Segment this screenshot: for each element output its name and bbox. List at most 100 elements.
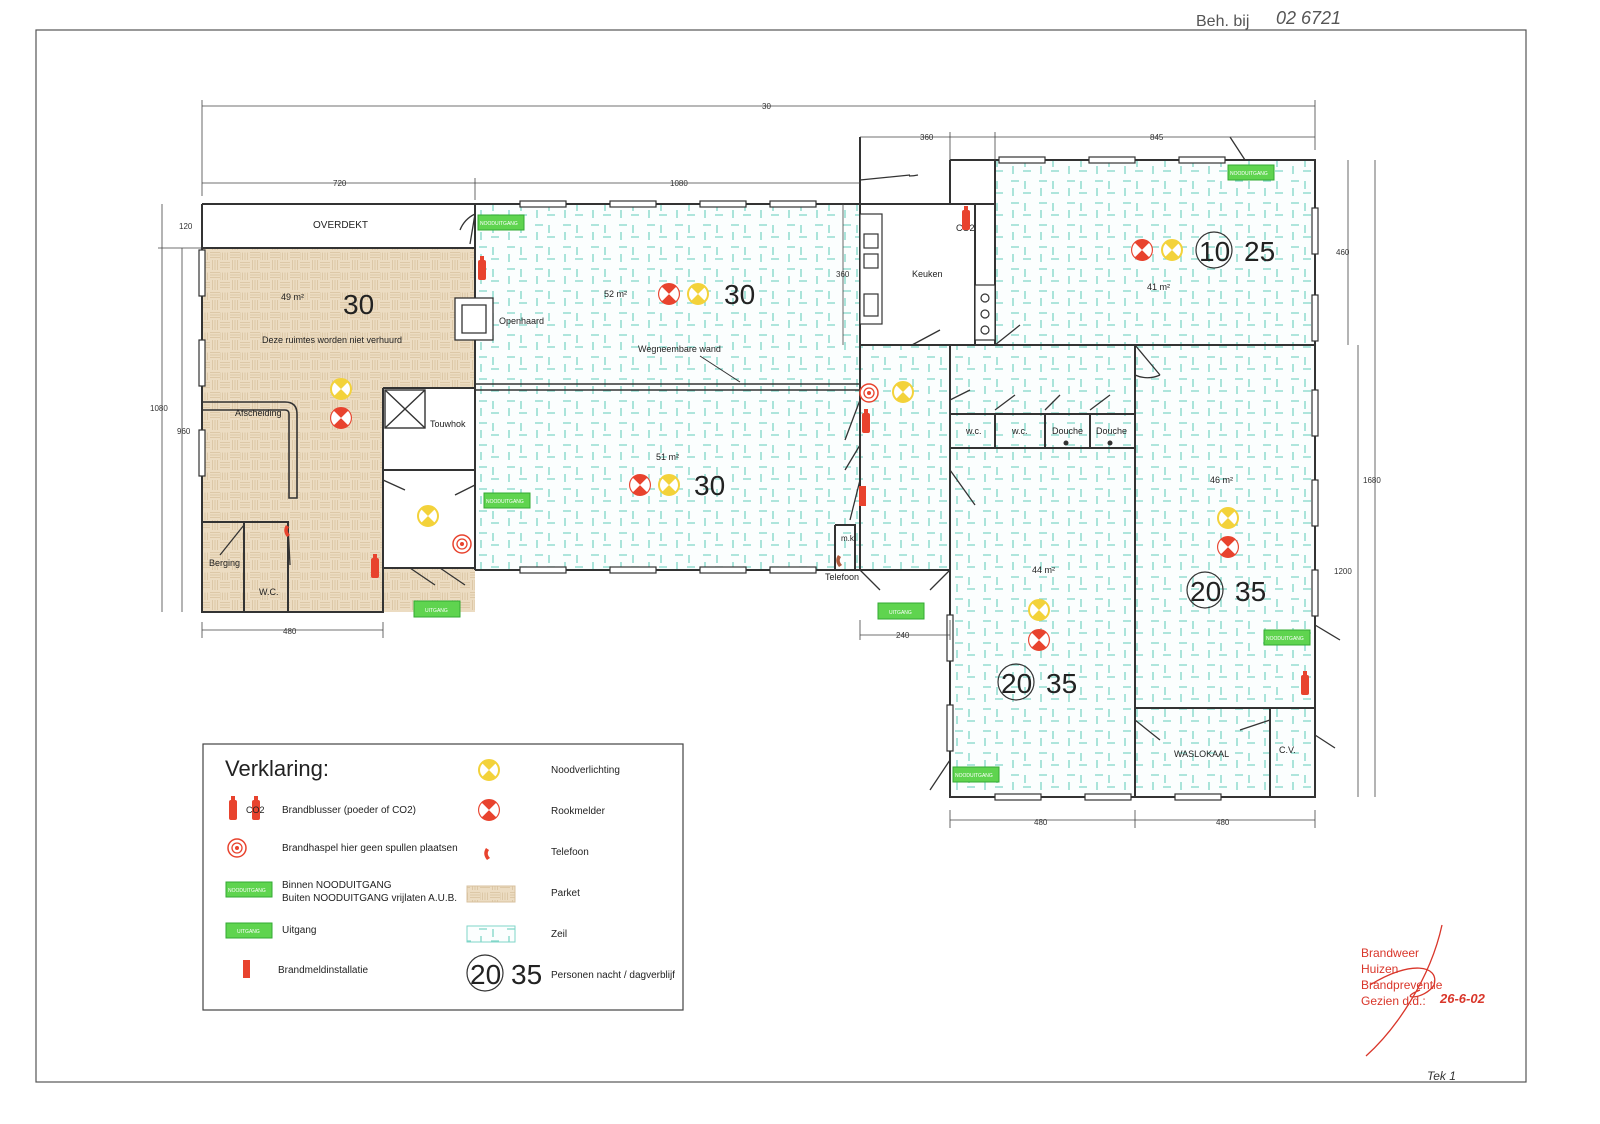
persons-circle-44 xyxy=(997,663,1035,701)
legend-persons-label: Personen nacht / dagverblijf xyxy=(551,970,675,981)
label-cv: C.V. xyxy=(1279,745,1296,755)
svg-text:Brandpreventie: Brandpreventie xyxy=(1361,978,1443,992)
area-44: 44 m² xyxy=(1032,565,1055,575)
persons-51: 30 xyxy=(694,470,725,501)
legend-telefoon: Telefoon xyxy=(551,847,589,858)
area-parket: 49 m² xyxy=(281,292,304,302)
label-douche1: Douche xyxy=(1052,426,1083,436)
legend-nooduitgang-1: Binnen NOODUITGANG xyxy=(282,880,392,891)
emergency-light-icon xyxy=(892,381,914,403)
fire-extinguisher-icon xyxy=(962,206,970,230)
page-frame xyxy=(35,29,1527,1083)
legend-rookmelder: Rookmelder xyxy=(551,806,606,817)
dim-total: 30 xyxy=(762,102,771,111)
svg-text:UITGANG: UITGANG xyxy=(425,608,448,614)
dim-360: 360 xyxy=(920,133,934,142)
persons-circle-46 xyxy=(1186,571,1224,609)
label-wegneembare-wand: Wegneembare wand xyxy=(638,344,721,354)
persons-52: 30 xyxy=(724,279,755,310)
dim-1080-left: 1080 xyxy=(150,404,168,413)
smoke-detector-icon xyxy=(1131,239,1153,261)
legend-brandhaspel: Brandhaspel hier geen spullen plaatsen xyxy=(282,843,458,854)
legend-persons-day: 35 xyxy=(511,959,542,990)
drain-icon xyxy=(1107,440,1113,446)
dim-960: 960 xyxy=(177,427,191,436)
smoke-detector-icon xyxy=(629,474,651,496)
legend-noodverlichting: Noodverlichting xyxy=(551,765,620,776)
smoke-detector-icon xyxy=(658,283,680,305)
nooduitgang-sign: NOODUITGANG xyxy=(952,766,1000,783)
emergency-light-icon xyxy=(687,283,709,305)
emergency-light-icon xyxy=(330,378,352,400)
legend-brandblusser: Brandblusser (poeder of CO2) xyxy=(282,805,416,816)
svg-text:NOODUITGANG: NOODUITGANG xyxy=(228,888,266,894)
label-overdekt: OVERDEKT xyxy=(313,220,368,231)
emergency-light-icon xyxy=(658,474,680,496)
windows xyxy=(198,156,1319,801)
label-douche2: Douche xyxy=(1096,426,1127,436)
dim-845: 845 xyxy=(1150,133,1164,142)
legend-persons-night: 20 xyxy=(470,959,501,990)
persons-44-night: 20 xyxy=(1001,668,1032,699)
area-46: 46 m² xyxy=(1210,475,1233,485)
touwhok-box xyxy=(384,389,426,429)
legend-uitgang: Uitgang xyxy=(282,925,316,936)
zeil-floor-right xyxy=(950,345,1315,797)
persons-46-night: 20 xyxy=(1190,576,1221,607)
label-waslokaal: WASLOKAAL xyxy=(1174,749,1229,759)
label-touwhok: Touwhok xyxy=(430,419,466,429)
label-keuken: Keuken xyxy=(912,269,943,279)
label-berging: Berging xyxy=(209,558,240,568)
dim-480-left: 480 xyxy=(283,627,297,636)
label-telefoon-plan: Telefoon xyxy=(825,572,859,582)
fire-hose-reel-icon xyxy=(859,383,879,403)
wegneembare-wand-leader xyxy=(699,355,741,383)
persons-44-day: 35 xyxy=(1046,668,1077,699)
dim-480-a: 480 xyxy=(1034,818,1048,827)
beh-label: Beh. bij xyxy=(1196,13,1249,30)
zeil-floor-41 xyxy=(995,160,1315,345)
nooduitgang-sign: NOODUITGANG xyxy=(483,492,531,509)
legend-title: Verklaring: xyxy=(225,756,329,781)
svg-text:UITGANG: UITGANG xyxy=(237,929,260,935)
svg-text:NOODUITGANG: NOODUITGANG xyxy=(955,773,993,779)
legend-zeil: Zeil xyxy=(551,929,567,940)
smoke-detector-icon xyxy=(330,407,352,429)
legend-co2: CO2 xyxy=(246,805,265,815)
brandweer-stamp: Brandweer Huizen Brandpreventie Gezien d… xyxy=(1361,924,1486,1057)
smoke-detector-icon xyxy=(1028,629,1050,651)
phone-icon xyxy=(284,525,290,537)
label-openhaard: Openhaard xyxy=(499,316,544,326)
phone-icon xyxy=(836,555,842,567)
uitgang-sign: UITGANG xyxy=(877,602,925,620)
legend: Verklaring: CO2 Brandblusser (poeder of … xyxy=(202,743,684,1011)
area-41: 41 m² xyxy=(1147,282,1170,292)
doors xyxy=(219,136,1341,791)
persons-41-night: 10 xyxy=(1199,236,1230,267)
fire-hose-reel-icon xyxy=(452,534,472,554)
beh-number: 02 6721 xyxy=(1276,8,1341,28)
svg-text:NOODUITGANG: NOODUITGANG xyxy=(1266,636,1304,642)
drain-icon xyxy=(1063,440,1069,446)
svg-text:UITGANG: UITGANG xyxy=(889,610,912,616)
label-wc1: w.c. xyxy=(965,426,982,436)
dim-1080-top: 1080 xyxy=(670,179,688,188)
fire-alarm-icon xyxy=(859,486,866,506)
svg-text:26-6-02: 26-6-02 xyxy=(1439,991,1486,1006)
signature xyxy=(1365,924,1443,1057)
dim-360-keuken: 360 xyxy=(836,270,850,279)
note-not-rented: Deze ruimtes worden niet verhuurd xyxy=(262,335,402,345)
dim-240: 240 xyxy=(896,631,910,640)
nooduitgang-sign: NOODUITGANG xyxy=(1227,164,1275,181)
legend-brandmeld: Brandmeldinstallatie xyxy=(278,965,368,976)
uitgang-sign: UITGANG xyxy=(413,600,461,618)
legend-nooduitgang-2: Buiten NOODUITGANG vrijlaten A.U.B. xyxy=(282,893,457,904)
emergency-light-icon xyxy=(1161,239,1183,261)
nooduitgang-sign: NOODUITGANG xyxy=(1263,629,1311,646)
dim-480-b: 480 xyxy=(1216,818,1230,827)
zeil-floor-hall xyxy=(860,345,950,570)
emergency-light-icon xyxy=(1217,507,1239,529)
dim-120: 120 xyxy=(179,222,193,231)
svg-text:NOODUITGANG: NOODUITGANG xyxy=(486,499,524,505)
